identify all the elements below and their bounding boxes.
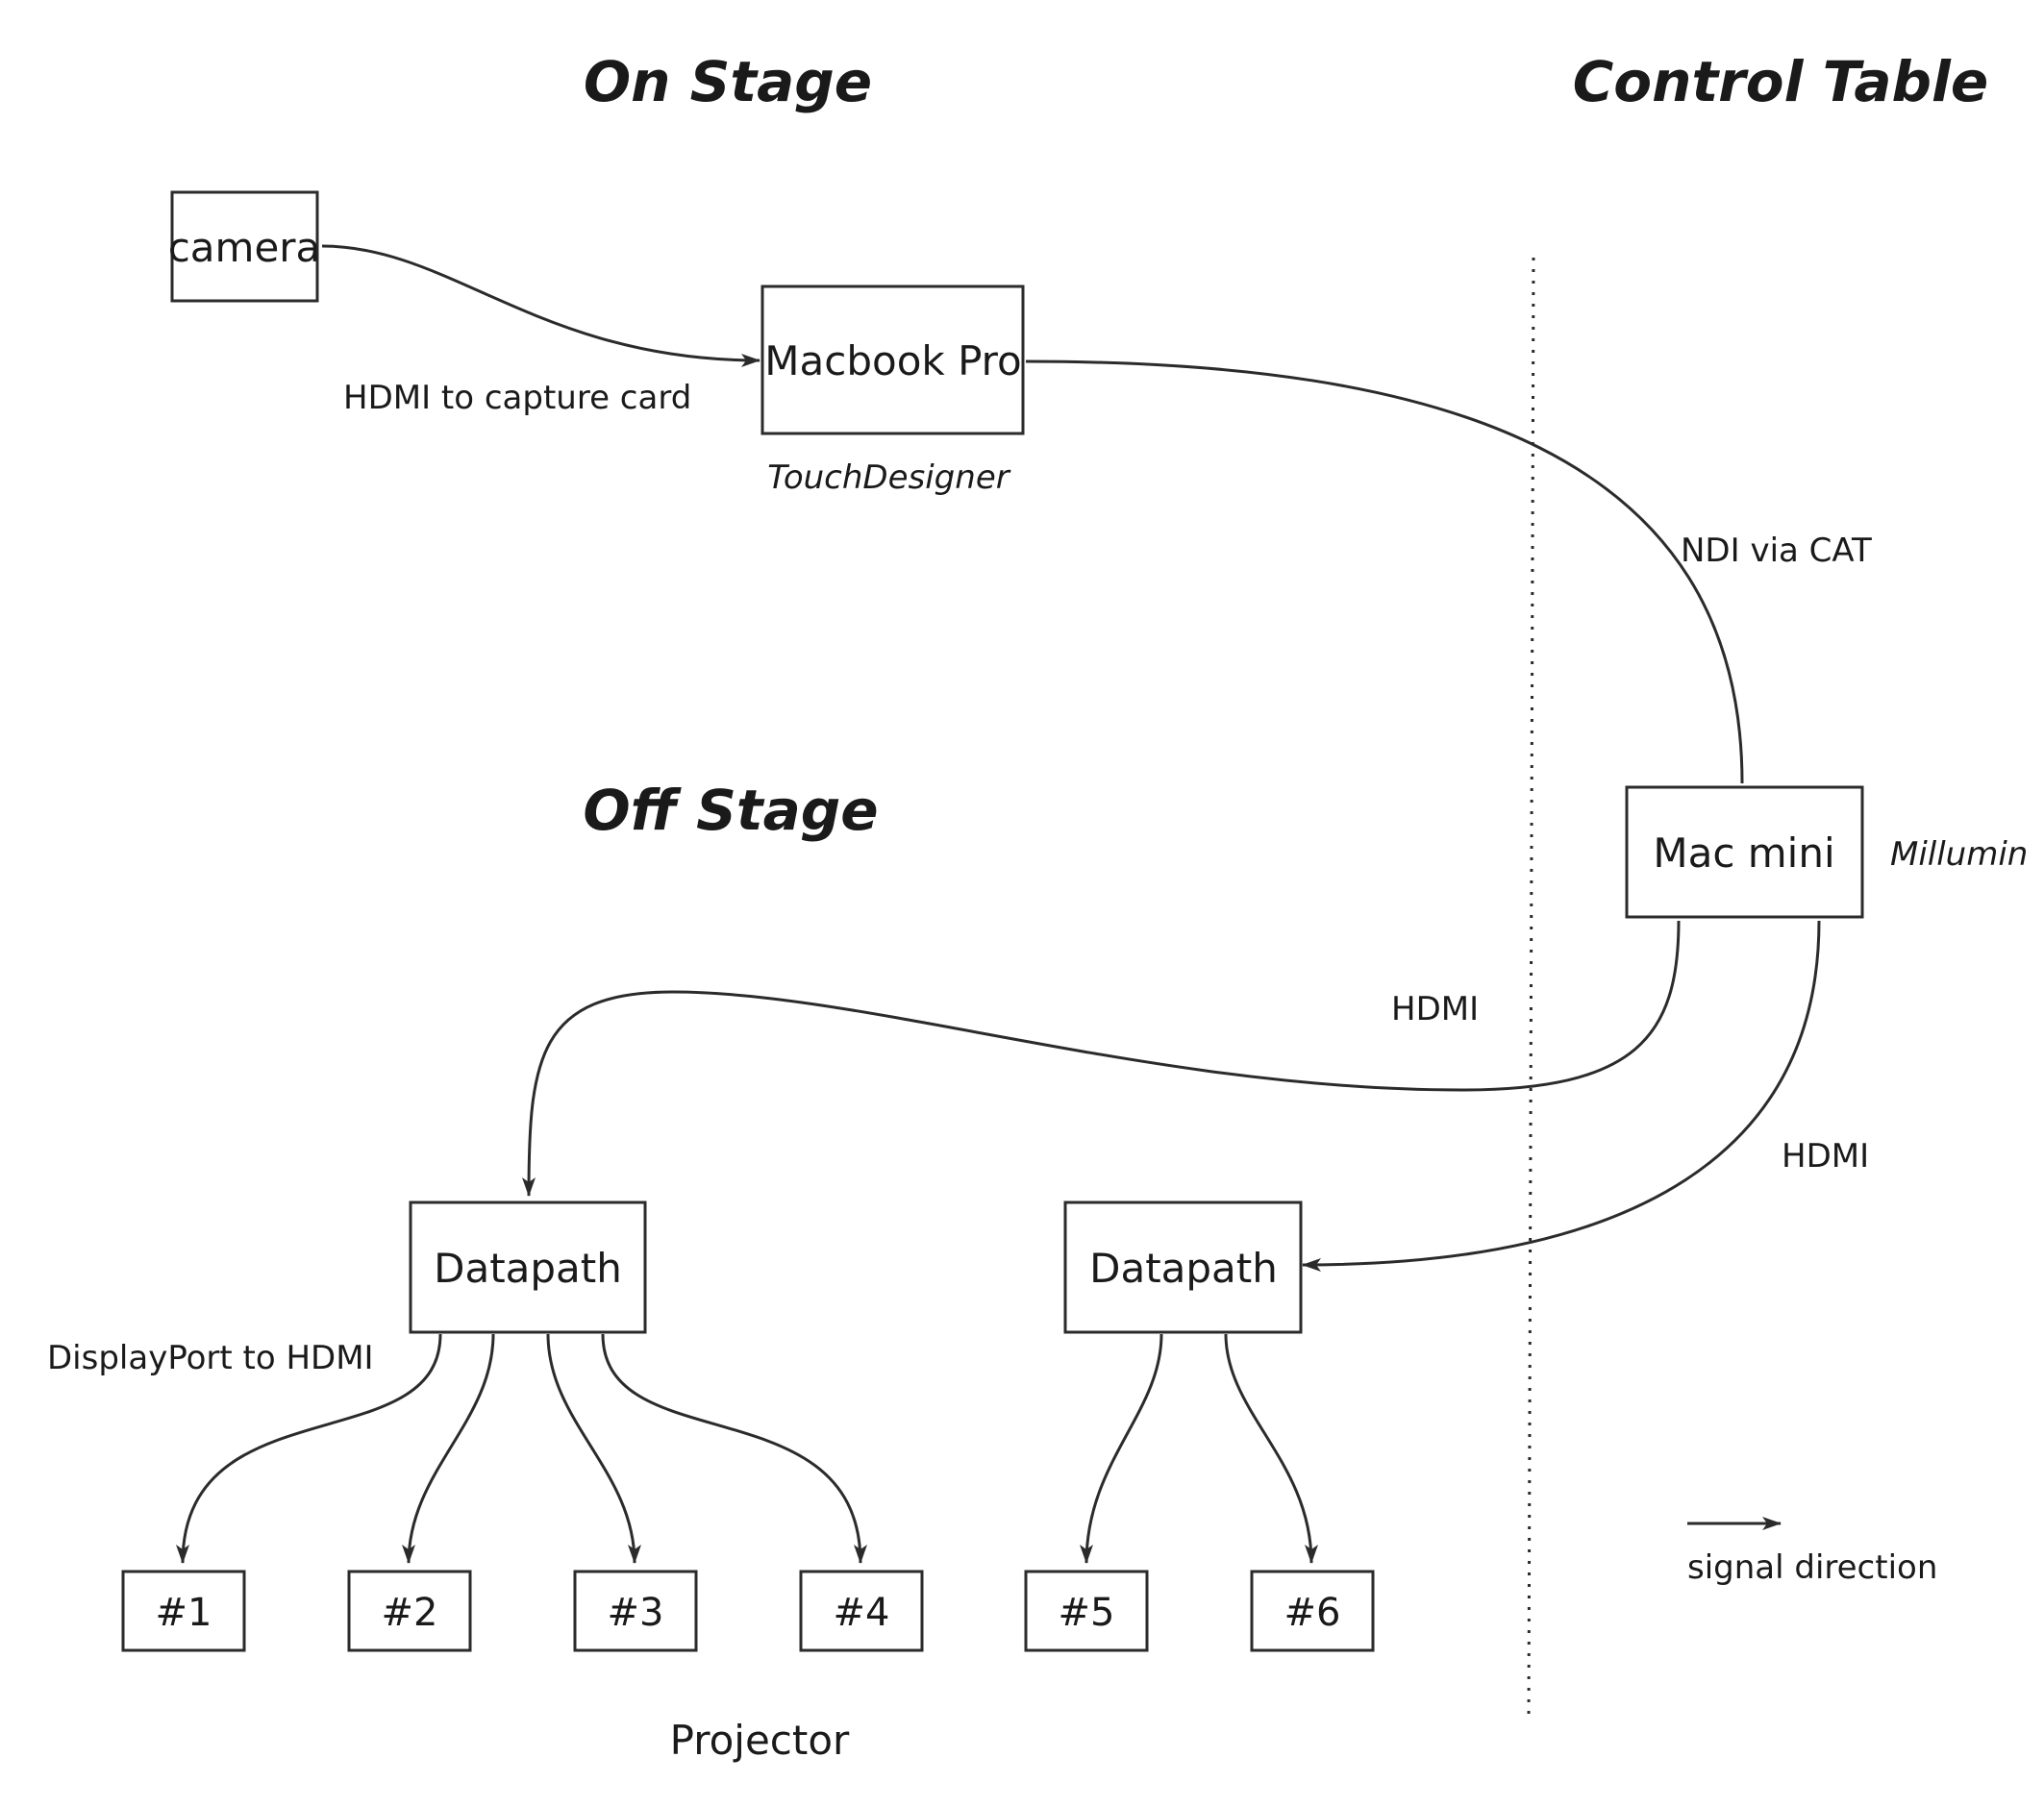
projector-5-label: #5 <box>1059 1591 1115 1635</box>
wire-to-projector-3 <box>546 1333 641 1564</box>
software-label-millumin: Millumin <box>1890 835 2028 874</box>
edge-label-hdmi-datapath-2: HDMI <box>1782 1137 1869 1176</box>
node-datapath-1-label: Datapath <box>434 1245 622 1292</box>
projector-1-label: #1 <box>156 1591 212 1635</box>
edge-label-ndi-via-cat: NDI via CAT <box>1681 532 1872 570</box>
projector-3-label: #3 <box>608 1591 664 1635</box>
projector-6: #6 <box>1250 1570 1375 1652</box>
projector-2-label: #2 <box>382 1591 438 1635</box>
node-macbook-pro-label: Macbook Pro <box>764 337 1021 384</box>
node-macbook-pro: Macbook Pro <box>760 285 1025 435</box>
projector-group-label: Projector <box>670 1717 850 1764</box>
node-mac-mini-label: Mac mini <box>1653 829 1834 877</box>
wire-to-projector-4 <box>601 1333 867 1564</box>
edge-label-hdmi-datapath-1: HDMI <box>1391 990 1479 1028</box>
node-datapath-1: Datapath <box>409 1201 647 1334</box>
wire-to-projector-1 <box>176 1333 442 1564</box>
section-title-on-stage: On Stage <box>584 49 872 114</box>
wire-macmini-to-datapath-1 <box>522 920 1681 1197</box>
wire-to-projector-5 <box>1080 1333 1163 1564</box>
stage-divider-line <box>1527 257 1535 1721</box>
projector-6-label: #6 <box>1284 1591 1341 1635</box>
edge-label-hdmi-to-capture-card: HDMI to capture card <box>343 379 691 417</box>
node-datapath-2: Datapath <box>1063 1201 1303 1334</box>
wire-macbook-to-macmini <box>1025 359 1744 784</box>
node-datapath-2-label: Datapath <box>1089 1245 1278 1292</box>
node-camera: camera <box>168 190 321 303</box>
node-mac-mini: Mac mini <box>1625 785 1864 919</box>
projector-4-label: #4 <box>834 1591 890 1635</box>
legend-label: signal direction <box>1687 1548 1937 1587</box>
projector-4: #4 <box>799 1570 924 1652</box>
node-camera-label: camera <box>168 224 321 271</box>
wire-camera-to-macbook <box>321 244 760 367</box>
projector-5: #5 <box>1024 1570 1149 1652</box>
projector-2: #2 <box>347 1570 472 1652</box>
software-label-touchdesigner: TouchDesigner <box>767 458 1010 497</box>
section-title-control-table: Control Table <box>1573 49 1989 114</box>
wire-to-projector-2 <box>402 1333 495 1564</box>
section-title-off-stage: Off Stage <box>583 778 878 843</box>
wire-to-projector-6 <box>1224 1333 1318 1564</box>
projector-1: #1 <box>121 1570 246 1652</box>
projector-3: #3 <box>573 1570 698 1652</box>
wire-macmini-to-datapath-2 <box>1302 920 1821 1272</box>
edge-label-displayport-to-hdmi: DisplayPort to HDMI <box>47 1339 374 1377</box>
